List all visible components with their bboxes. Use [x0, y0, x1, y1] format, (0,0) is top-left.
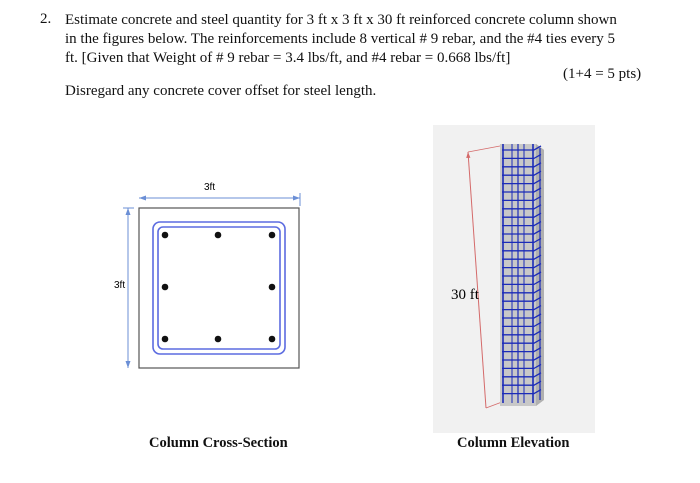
- tie-rung: [502, 305, 542, 311]
- tie-rung: [502, 271, 542, 277]
- rebar-dot: [214, 335, 222, 343]
- rebar-dot: [161, 283, 169, 291]
- height-arrow-top: [125, 208, 131, 215]
- question-text-line-1: Estimate concrete and steel quantity for…: [65, 12, 617, 28]
- question-text-line-3: ft. [Given that Weight of # 9 rebar = 3.…: [65, 50, 511, 66]
- tie-rung: [502, 162, 542, 168]
- tie-rung: [502, 288, 542, 294]
- height-label: 3ft: [114, 280, 125, 291]
- tie-rung: [502, 195, 542, 202]
- question-text-line-2: in the figures below. The reinforcements…: [65, 31, 616, 47]
- tie-rung: [502, 254, 542, 260]
- tie-rung: [502, 145, 542, 151]
- elevation-extension-bottom: [485, 401, 503, 409]
- rebar-dot: [214, 231, 222, 239]
- elevation-height-label: 30 ft: [451, 287, 480, 303]
- question-number: 2.: [40, 11, 52, 27]
- points-label: (1+4 = 5 pts): [563, 66, 642, 82]
- rebar-cage: [502, 144, 542, 403]
- tie-rung: [502, 204, 542, 210]
- tie-rung: [502, 212, 542, 218]
- tie-rung: [502, 221, 542, 227]
- tie-rung: [502, 237, 542, 244]
- cross-section-caption: Column Cross-Section: [149, 435, 288, 451]
- elevation-height-line: [467, 151, 487, 409]
- width-arrow-left: [139, 195, 146, 201]
- width-arrow-right: [293, 195, 300, 201]
- elevation-arrow-top: [466, 152, 471, 158]
- tie-rung: [502, 229, 542, 235]
- tie-rung: [502, 187, 542, 193]
- tie-rung: [502, 330, 542, 336]
- tie-rung: [502, 380, 542, 386]
- width-label: 3ft: [204, 182, 215, 193]
- tie-rung: [502, 170, 542, 176]
- elevation-extension-top: [467, 145, 501, 153]
- rebar-dot: [268, 335, 276, 343]
- rebar-dot: [161, 231, 169, 239]
- tie-inner: [157, 226, 281, 350]
- tie-rung: [502, 279, 542, 286]
- tie-rung: [502, 372, 542, 378]
- tie-rung: [502, 313, 542, 319]
- tie-rung: [502, 389, 542, 395]
- height-arrow-bottom: [125, 361, 131, 368]
- tie-rung: [502, 296, 542, 302]
- tie-rung: [502, 347, 542, 353]
- rebar-dot: [268, 231, 276, 239]
- tie-rung: [502, 363, 542, 370]
- tie-outer: [152, 221, 286, 355]
- instruction-note: Disregard any concrete cover offset for …: [65, 83, 377, 99]
- tie-rung: [502, 153, 542, 160]
- tie-rung: [502, 263, 542, 269]
- tie-rung: [502, 355, 542, 361]
- elevation-caption: Column Elevation: [457, 435, 570, 451]
- tie-rung: [502, 338, 542, 344]
- tie-rung: [502, 246, 542, 252]
- tie-rung: [502, 179, 542, 185]
- rebar-dot: [268, 283, 276, 291]
- tie-rung: [502, 321, 542, 328]
- rebar-dot: [161, 335, 169, 343]
